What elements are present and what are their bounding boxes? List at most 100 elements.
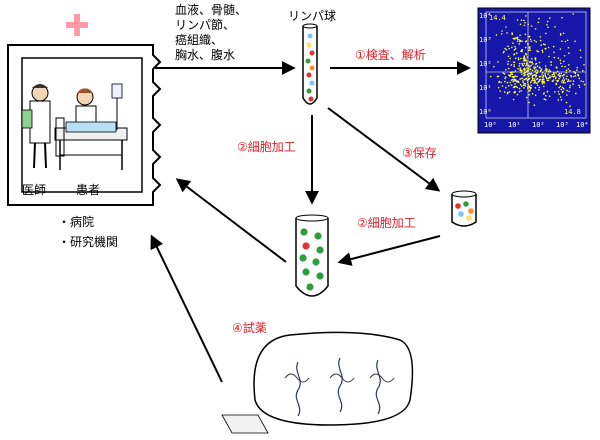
flow-plot-dot: [563, 79, 565, 81]
flow-plot-dot: [526, 62, 528, 64]
flow-plot-dot: [517, 57, 520, 59]
flow-plot-dot: [514, 78, 517, 81]
flow-plot-dot: [553, 56, 556, 59]
flow-plot-dot: [512, 42, 514, 44]
facility-research: ・研究機関: [58, 235, 119, 249]
flow-plot-dot: [516, 80, 519, 82]
flow-plot-dot: [523, 82, 526, 85]
flow-plot-dot: [522, 81, 524, 84]
flow-plot-dot: [565, 69, 568, 72]
flow-plot-dot: [503, 73, 506, 75]
flow-plot-dot: [526, 81, 529, 84]
flow-plot-dot: [527, 84, 529, 86]
flow-plot-dot: [498, 81, 500, 84]
flow-plot-dot: [541, 51, 544, 53]
flow-plot-dot: [507, 63, 509, 65]
flow-plot-dot: [565, 72, 567, 74]
flow-plot-dot: [529, 65, 531, 68]
flow-plot-dot: [523, 75, 525, 77]
flow-plot-dot: [544, 75, 547, 78]
flow-plot-dot: [521, 64, 524, 66]
sample-line-2: リンパ節、: [175, 18, 236, 32]
flow-plot-dot: [578, 86, 581, 88]
flow-plot-dot: [556, 67, 558, 69]
flow-plot-dot: [526, 67, 528, 69]
flow-plot-dot: [578, 84, 580, 87]
flow-plot-dot: [495, 34, 498, 36]
flow-plot-dot: [576, 66, 579, 69]
flow-plot-dot: [538, 61, 541, 64]
flow-plot-dot: [518, 39, 521, 41]
flow-plot-dot: [514, 46, 516, 48]
flow-plot-dot: [545, 94, 547, 97]
flow-plot-dot: [502, 51, 505, 54]
flow-plot-dot: [521, 50, 523, 53]
flow-plot-dot: [536, 50, 538, 52]
flow-plot-dot: [563, 73, 565, 76]
flow-plot-dot: [537, 21, 540, 24]
flow-plot-dot: [517, 38, 519, 40]
lymphocyte-tube: [302, 23, 318, 105]
flow-plot-dot: [561, 16, 563, 19]
flow-plot-dot: [520, 19, 523, 22]
flow-plot-dot: [523, 62, 526, 65]
plot-y-tick: 10³: [479, 36, 492, 44]
flow-plot-dot: [566, 94, 568, 96]
flow-plot-dot: [534, 59, 537, 61]
flow-plot-dot: [516, 75, 518, 78]
flow-plot-dot: [518, 62, 521, 65]
flow-plot-dot: [537, 81, 539, 83]
flow-plot-dot: [497, 61, 499, 63]
sample-line-4: 胸水、腹水: [175, 48, 236, 62]
flow-plot-dot: [523, 60, 525, 62]
flow-plot-dot: [542, 93, 545, 95]
flow-plot-dot: [558, 93, 560, 95]
flow-plot-dot: [553, 51, 555, 53]
flow-plot-dot: [566, 39, 569, 42]
doctor-label: 医師: [22, 183, 47, 197]
lymphocyte-label: リンパ球: [288, 9, 337, 23]
flow-plot-dot: [547, 73, 549, 75]
flow-plot-dots: [489, 13, 586, 107]
flow-plot-dot: [558, 75, 561, 78]
flow-plot-dot: [546, 91, 549, 93]
flow-plot-dot: [518, 65, 521, 67]
flow-plot-dot: [529, 81, 532, 84]
flow-plot-dot: [507, 45, 509, 47]
flow-plot-dot: [525, 96, 528, 99]
flow-plot-dot: [568, 80, 570, 82]
flow-plot-dot: [534, 63, 537, 65]
flow-plot-dot: [529, 68, 532, 71]
flow-plot-dot: [582, 69, 584, 72]
flow-plot-dot: [530, 25, 533, 27]
flow-plot-dot: [524, 46, 527, 49]
flow-plot-dot: [552, 79, 555, 81]
flow-plot-dot: [516, 19, 519, 21]
flow-plot-dot: [536, 78, 538, 81]
flow-plot-dot: [520, 77, 523, 80]
flow-plot-dot: [545, 71, 548, 73]
flow-plot-dot: [564, 82, 566, 84]
flow-plot-dot: [533, 66, 535, 68]
flow-plot-dot: [552, 45, 555, 48]
flow-plot-dot: [550, 64, 552, 66]
flow-plot-dot: [527, 67, 530, 69]
plot-x-tick: 10⁴: [576, 121, 589, 129]
flow-plot-dot: [523, 71, 526, 73]
flow-plot-dot: [563, 55, 566, 57]
flow-plot-dot: [506, 81, 509, 84]
flow-plot-dot: [500, 81, 502, 84]
plot-x-tick: 10⁰: [484, 121, 497, 129]
flow-plot-dot: [517, 58, 520, 61]
flow-plot-dot: [540, 44, 542, 46]
plot-y-tick: 10⁰: [479, 108, 492, 116]
flow-plot-dot: [527, 43, 529, 46]
flow-plot-dot: [549, 76, 552, 79]
flow-plot-dot: [530, 80, 533, 82]
flow-plot-dot: [548, 69, 550, 71]
flow-plot-dot: [536, 82, 538, 84]
flow-plot-dot: [560, 81, 563, 83]
flow-plot-dot: [515, 85, 517, 88]
flow-plot-dot: [567, 68, 570, 70]
